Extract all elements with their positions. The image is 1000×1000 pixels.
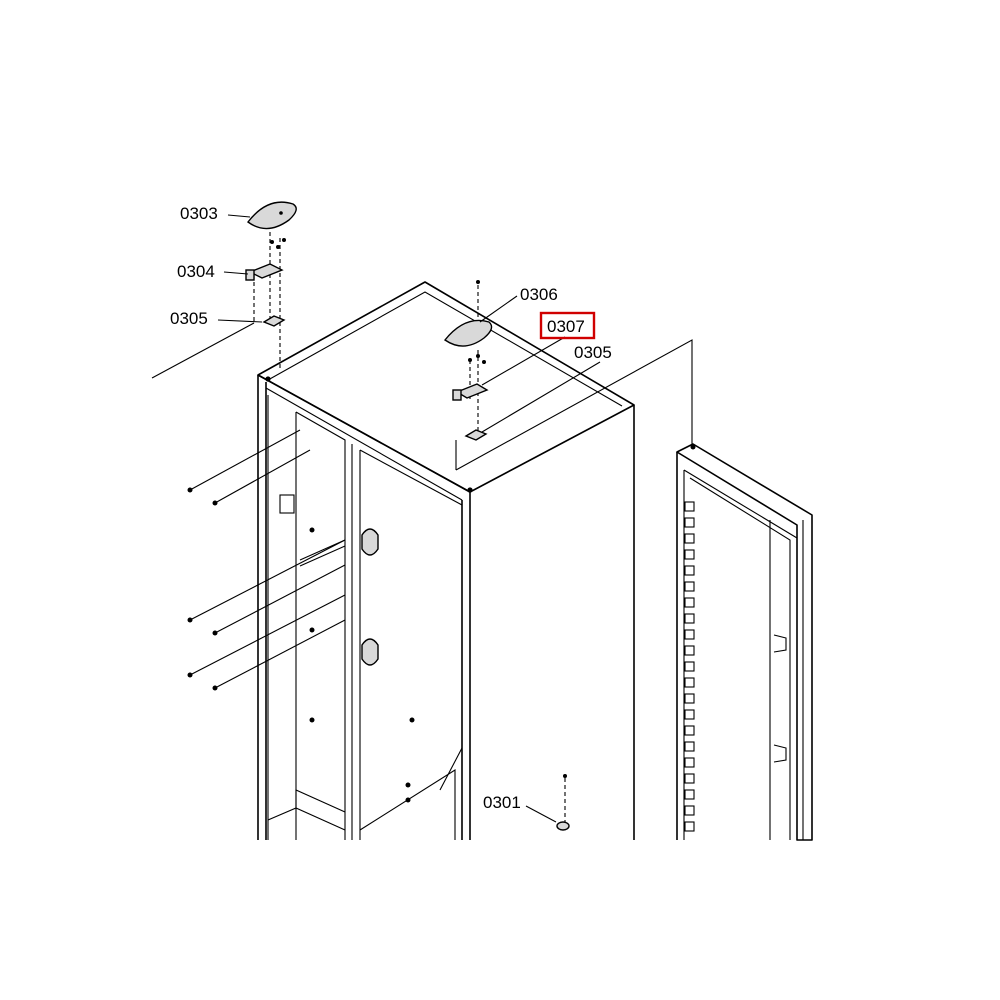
- mounting-screws: [187, 280, 567, 778]
- label-0301: 0301: [483, 793, 521, 812]
- door-panel: [676, 443, 813, 841]
- label-0305-left: 0305: [170, 309, 208, 328]
- part-0306-hinge-cover: [443, 319, 493, 347]
- label-0303: 0303: [180, 204, 218, 223]
- part-0305-right-bracket: [464, 429, 488, 441]
- label-0304: 0304: [177, 262, 215, 281]
- part-0304-hinge: [245, 238, 286, 281]
- part-0301-foot: [556, 821, 570, 831]
- highlight-box-0307: [539, 311, 596, 340]
- label-leaders: [217, 214, 601, 823]
- part-0307-hinge: [452, 354, 489, 401]
- label-0307: 0307: [547, 317, 585, 336]
- label-0306: 0306: [520, 285, 558, 304]
- cabinet-body: [257, 281, 635, 840]
- door-gasket: [684, 501, 695, 832]
- part-0305-left-bracket: [262, 315, 286, 327]
- label-0305-right: 0305: [574, 343, 612, 362]
- part-0303-hinge-cover: [247, 201, 297, 230]
